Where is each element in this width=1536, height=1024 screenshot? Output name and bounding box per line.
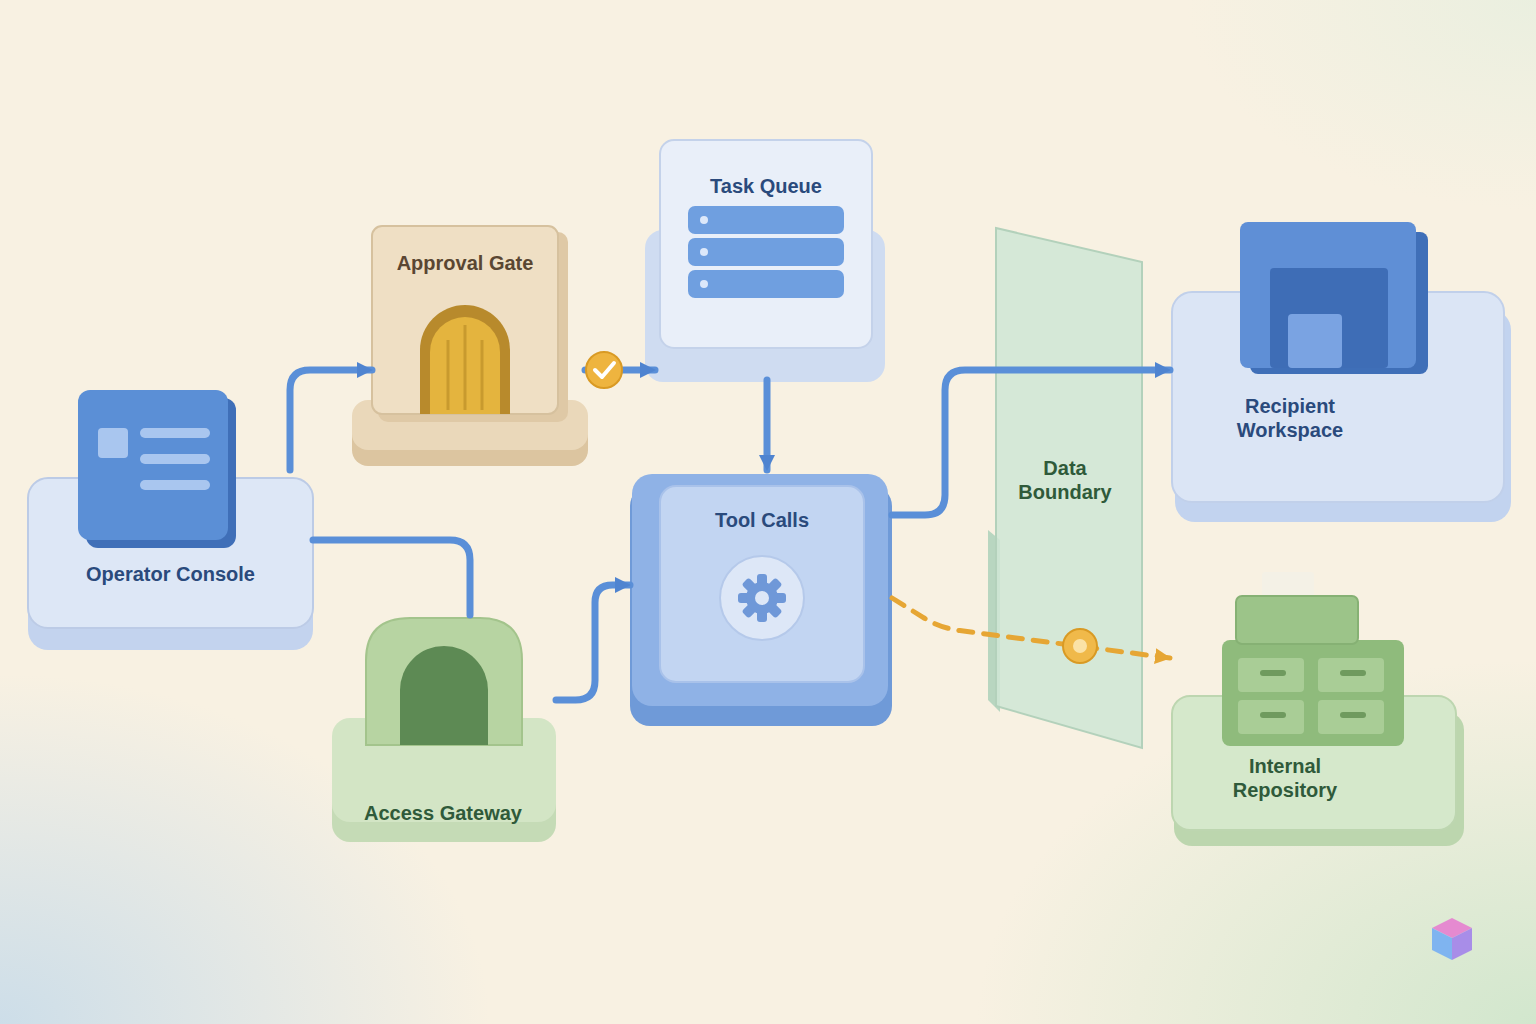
repo-folder-tray xyxy=(1236,596,1358,644)
queue-box xyxy=(660,140,872,348)
flow-connector xyxy=(313,540,470,615)
gear-icon xyxy=(738,574,786,622)
flow-connector xyxy=(892,370,1170,515)
gate-illustration xyxy=(352,226,588,466)
repository-illustration xyxy=(1172,572,1464,846)
approval-check-badge xyxy=(586,352,622,388)
console-icon-line xyxy=(140,454,210,464)
queue-dot xyxy=(700,216,708,224)
badge-circle xyxy=(586,352,622,388)
queue-dot xyxy=(700,280,708,288)
gate-door-frame xyxy=(420,305,510,414)
boundary-panel xyxy=(996,228,1142,748)
watermark-cube xyxy=(1432,918,1472,960)
gate-door-plank xyxy=(464,325,467,410)
tool-slab-mid xyxy=(632,474,888,706)
cube-left xyxy=(1432,928,1452,960)
gear-body xyxy=(746,582,778,614)
queue-illustration xyxy=(645,140,885,382)
queue-slot xyxy=(688,206,844,234)
gate-body xyxy=(372,226,558,414)
gear-hole xyxy=(755,591,769,605)
boundary-lock-badge xyxy=(1063,629,1097,663)
console-card xyxy=(78,390,228,540)
repo-handle xyxy=(1260,712,1286,718)
recipient-building xyxy=(1240,222,1416,368)
node-label: Approval Gate xyxy=(372,251,558,275)
cube-right xyxy=(1452,928,1472,960)
gear-disc xyxy=(720,556,804,640)
gate-door-plank xyxy=(481,340,484,410)
gateway-opening xyxy=(400,646,488,745)
queue-dot xyxy=(700,248,708,256)
node-label: Data Boundary xyxy=(1000,456,1130,504)
repo-drawer xyxy=(1238,658,1304,692)
console-icon-line xyxy=(140,428,210,438)
queue-slot xyxy=(688,270,844,298)
node-label: Recipient Workspace xyxy=(1200,394,1380,442)
repo-drawer xyxy=(1238,700,1304,734)
gear-tooth xyxy=(741,577,782,618)
node-label: Internal Repository xyxy=(1200,754,1370,802)
gateway-arch xyxy=(366,618,522,745)
node-label: Access Gateway xyxy=(330,801,556,825)
tool-slab-top xyxy=(660,486,864,682)
flow-connector xyxy=(764,380,771,470)
repo-handle xyxy=(1340,670,1366,676)
repo-drawer xyxy=(1318,658,1384,692)
gateway-node: Access Gateway xyxy=(330,615,556,842)
gate-door-plank xyxy=(447,340,450,410)
gate-door xyxy=(430,317,500,414)
console-icon-square xyxy=(98,428,128,458)
badge-circle xyxy=(1063,629,1097,663)
boundary-node: Data Boundary xyxy=(988,228,1142,748)
console-node: Operator Console xyxy=(28,470,313,650)
check-mark xyxy=(595,363,614,377)
dashed-connector xyxy=(892,598,1170,658)
badge-dot xyxy=(1073,639,1087,653)
repo-handle xyxy=(1340,712,1366,718)
repository-node: Internal Repository xyxy=(1170,560,1462,846)
gear-tooth xyxy=(741,577,782,618)
repo-handle xyxy=(1260,670,1286,676)
repo-drawer xyxy=(1318,700,1384,734)
boundary-illustration xyxy=(988,228,1142,748)
queue-slot xyxy=(688,238,844,266)
flow-connector xyxy=(556,585,630,700)
toolcalls-node: Tool Calls xyxy=(630,470,892,726)
node-label: Task Queue xyxy=(660,174,872,198)
recipient-top xyxy=(1172,292,1504,502)
node-label: Tool Calls xyxy=(660,508,864,532)
recipient-parcel xyxy=(1288,314,1342,368)
node-label: Operator Console xyxy=(58,562,283,586)
gate-node: Approval Gate xyxy=(372,225,585,465)
recipient-illustration xyxy=(1172,222,1511,522)
recipient-opening xyxy=(1270,268,1388,368)
toolcalls-illustration xyxy=(630,474,892,726)
queue-node: Task Queue xyxy=(655,140,880,380)
flow-connector xyxy=(290,370,372,470)
repo-cabinet xyxy=(1222,640,1404,746)
console-icon-line xyxy=(140,480,210,490)
recipient-node: Recipient Workspace xyxy=(1170,222,1510,522)
console-illustration xyxy=(28,390,313,650)
